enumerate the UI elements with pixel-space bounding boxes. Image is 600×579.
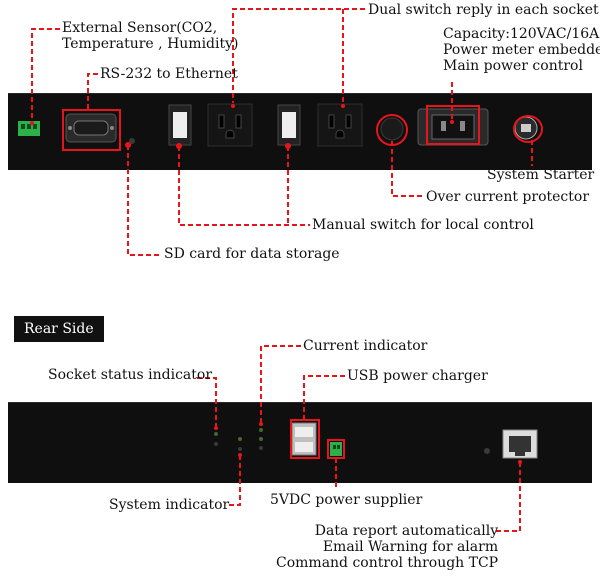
label-over-current: Over current protector (426, 189, 590, 205)
label-socket-status: Socket status indicator (48, 367, 213, 383)
label-usb-charger: USB power charger (347, 368, 488, 384)
5vdc-terminal (330, 442, 342, 456)
socket-left (207, 103, 253, 147)
external-sensor-terminal (18, 121, 40, 136)
sd-card-slot (129, 138, 135, 144)
manual-switch-left (168, 104, 192, 146)
power-inlet (417, 108, 489, 146)
current-indicator-leds (259, 428, 263, 450)
label-rs232: RS-232 to Ethernet (100, 66, 238, 82)
label-5vdc: 5VDC power supplier (270, 492, 423, 508)
label-system-indicator: System indicator (109, 497, 230, 513)
socket-status-leds (214, 432, 218, 446)
label-capacity: Capacity:120VAC/16A Power meter embedded… (443, 26, 600, 74)
socket-right (317, 103, 363, 147)
callout-lines (31, 8, 533, 532)
callout-dots (30, 104, 522, 464)
usb-ports (291, 422, 317, 456)
callout-highlights (62, 105, 543, 459)
label-manual-switch: Manual switch for local control (312, 217, 534, 233)
label-system-starter: System Starter (487, 167, 595, 183)
manual-switch-right (277, 104, 301, 146)
label-dual-switch: Dual switch reply in each socket (368, 2, 599, 18)
over-current-protector (380, 117, 404, 141)
ethernet-port (502, 429, 538, 459)
label-external-sensor: External Sensor(CO2, Temperature , Humid… (62, 20, 239, 52)
system-indicator-leds (238, 437, 242, 451)
label-current-indicator: Current indicator (303, 338, 428, 354)
rear-side-title: Rear Side (14, 316, 104, 342)
rear-screw (484, 448, 490, 454)
label-network-features: Data report automatically Email Warning … (276, 523, 499, 571)
label-sd-card: SD card for data storage (164, 246, 340, 262)
rs232-port (65, 113, 117, 143)
